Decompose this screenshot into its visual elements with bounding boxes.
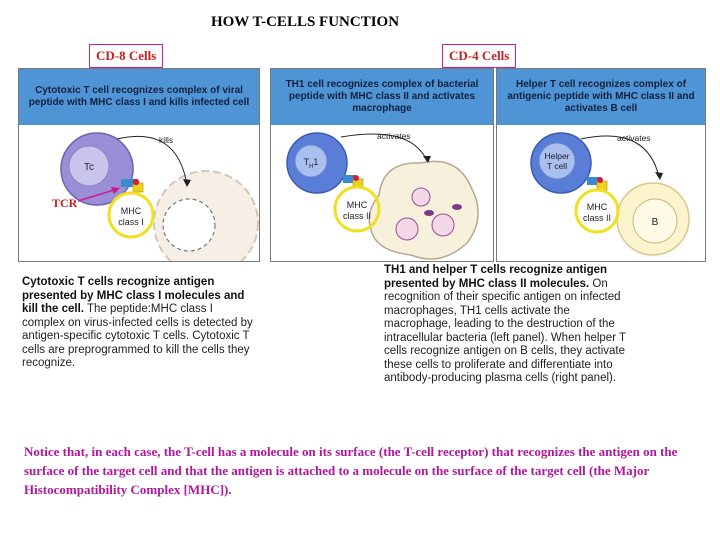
th1-diagram: TH1 MHC class II activates bbox=[286, 131, 479, 260]
activates-label: activates bbox=[377, 131, 411, 141]
cytotoxic-caption-text: The peptide:MHC class I complex on virus… bbox=[22, 303, 253, 369]
panel-cytotoxic: Cytotoxic T cell recognizes complex of v… bbox=[18, 68, 260, 262]
tcr-receptor bbox=[587, 177, 599, 185]
peptide-antigen bbox=[597, 177, 603, 183]
mhc-highlight-ring bbox=[333, 185, 381, 233]
th1-label: TH1 bbox=[304, 157, 319, 170]
mhc-highlight-ring bbox=[574, 188, 620, 234]
bacteria-vesicle-1 bbox=[395, 217, 419, 241]
tcr-receptor bbox=[121, 179, 135, 187]
macrophage bbox=[368, 160, 479, 260]
b-cell-nucleus bbox=[632, 198, 678, 244]
panel-th1: TH1 cell recognizes complex of bacterial… bbox=[270, 68, 494, 262]
page-title: HOW T-CELLS FUNCTION bbox=[210, 14, 400, 30]
bacteria-2 bbox=[452, 204, 462, 210]
cytotoxic-caption: Cytotoxic T cells recognize antigen pres… bbox=[22, 276, 258, 371]
helper-caption-text: On recognition of their specific antigen… bbox=[384, 277, 626, 385]
tc-label: Tc bbox=[84, 162, 94, 173]
mhc-label: MHC bbox=[347, 200, 368, 210]
helper-caption-bold: TH1 and helper T cells recognize antigen… bbox=[384, 264, 608, 290]
bacteria-vesicle-2 bbox=[431, 213, 455, 237]
kills-arrowhead bbox=[183, 179, 191, 187]
peptide-antigen bbox=[353, 175, 359, 181]
cd4-label: CD-4 Cells bbox=[442, 44, 517, 68]
th1-nucleus bbox=[294, 144, 328, 178]
mhc-highlight-ring bbox=[107, 191, 155, 239]
activates-arrow bbox=[580, 135, 660, 178]
tc-nucleus bbox=[68, 145, 110, 187]
peptide-antigen bbox=[132, 178, 140, 186]
cd8-label: CD-8 Cells bbox=[89, 44, 164, 68]
activates-arrow bbox=[340, 133, 428, 162]
panel-helper: Helper T cell recognizes complex of anti… bbox=[496, 68, 706, 262]
panel-helper-header: Helper T cell recognizes complex of anti… bbox=[497, 69, 705, 125]
helper-label: Helper bbox=[544, 151, 569, 161]
helper-t-nucleus bbox=[538, 142, 576, 180]
helper-caption: TH1 and helper T cells recognize antigen… bbox=[384, 264, 628, 386]
infected-nucleus bbox=[162, 198, 216, 252]
mhc-label: MHC bbox=[121, 206, 142, 216]
cytotoxic-caption-bold: Cytotoxic T cells recognize antigen pres… bbox=[22, 276, 245, 315]
b-cell-label: B bbox=[652, 217, 659, 228]
mhc-class-label: class II bbox=[343, 211, 371, 221]
helper-diagram: B Helper T cell MHC class II activates bbox=[530, 132, 690, 256]
tcr-label: TCR bbox=[52, 196, 78, 210]
cytotoxic-diagram: Tc MHC class I kills bbox=[60, 132, 259, 261]
mhc-class-label: class I bbox=[118, 217, 144, 227]
bacteria-1 bbox=[424, 210, 434, 216]
bacteria-vesicle-3 bbox=[411, 187, 431, 207]
t-cell-label: T cell bbox=[547, 161, 567, 171]
mhc-label: MHC bbox=[587, 202, 608, 212]
activates-label: activates bbox=[617, 133, 651, 143]
tcr-receptor bbox=[343, 175, 355, 183]
panel-cytotoxic-header: Cytotoxic T cell recognizes complex of v… bbox=[19, 69, 259, 125]
summary-note: Notice that, in each case, the T-cell ha… bbox=[24, 444, 678, 497]
kills-label: kills bbox=[159, 135, 173, 145]
tcr-pointer-arrow bbox=[77, 187, 120, 202]
kills-arrow bbox=[116, 135, 188, 186]
mhc-class-label: class II bbox=[583, 213, 611, 223]
activates-arrowhead bbox=[655, 172, 663, 180]
activates-arrowhead bbox=[423, 156, 431, 163]
panel-th1-header: TH1 cell recognizes complex of bacterial… bbox=[271, 69, 493, 125]
